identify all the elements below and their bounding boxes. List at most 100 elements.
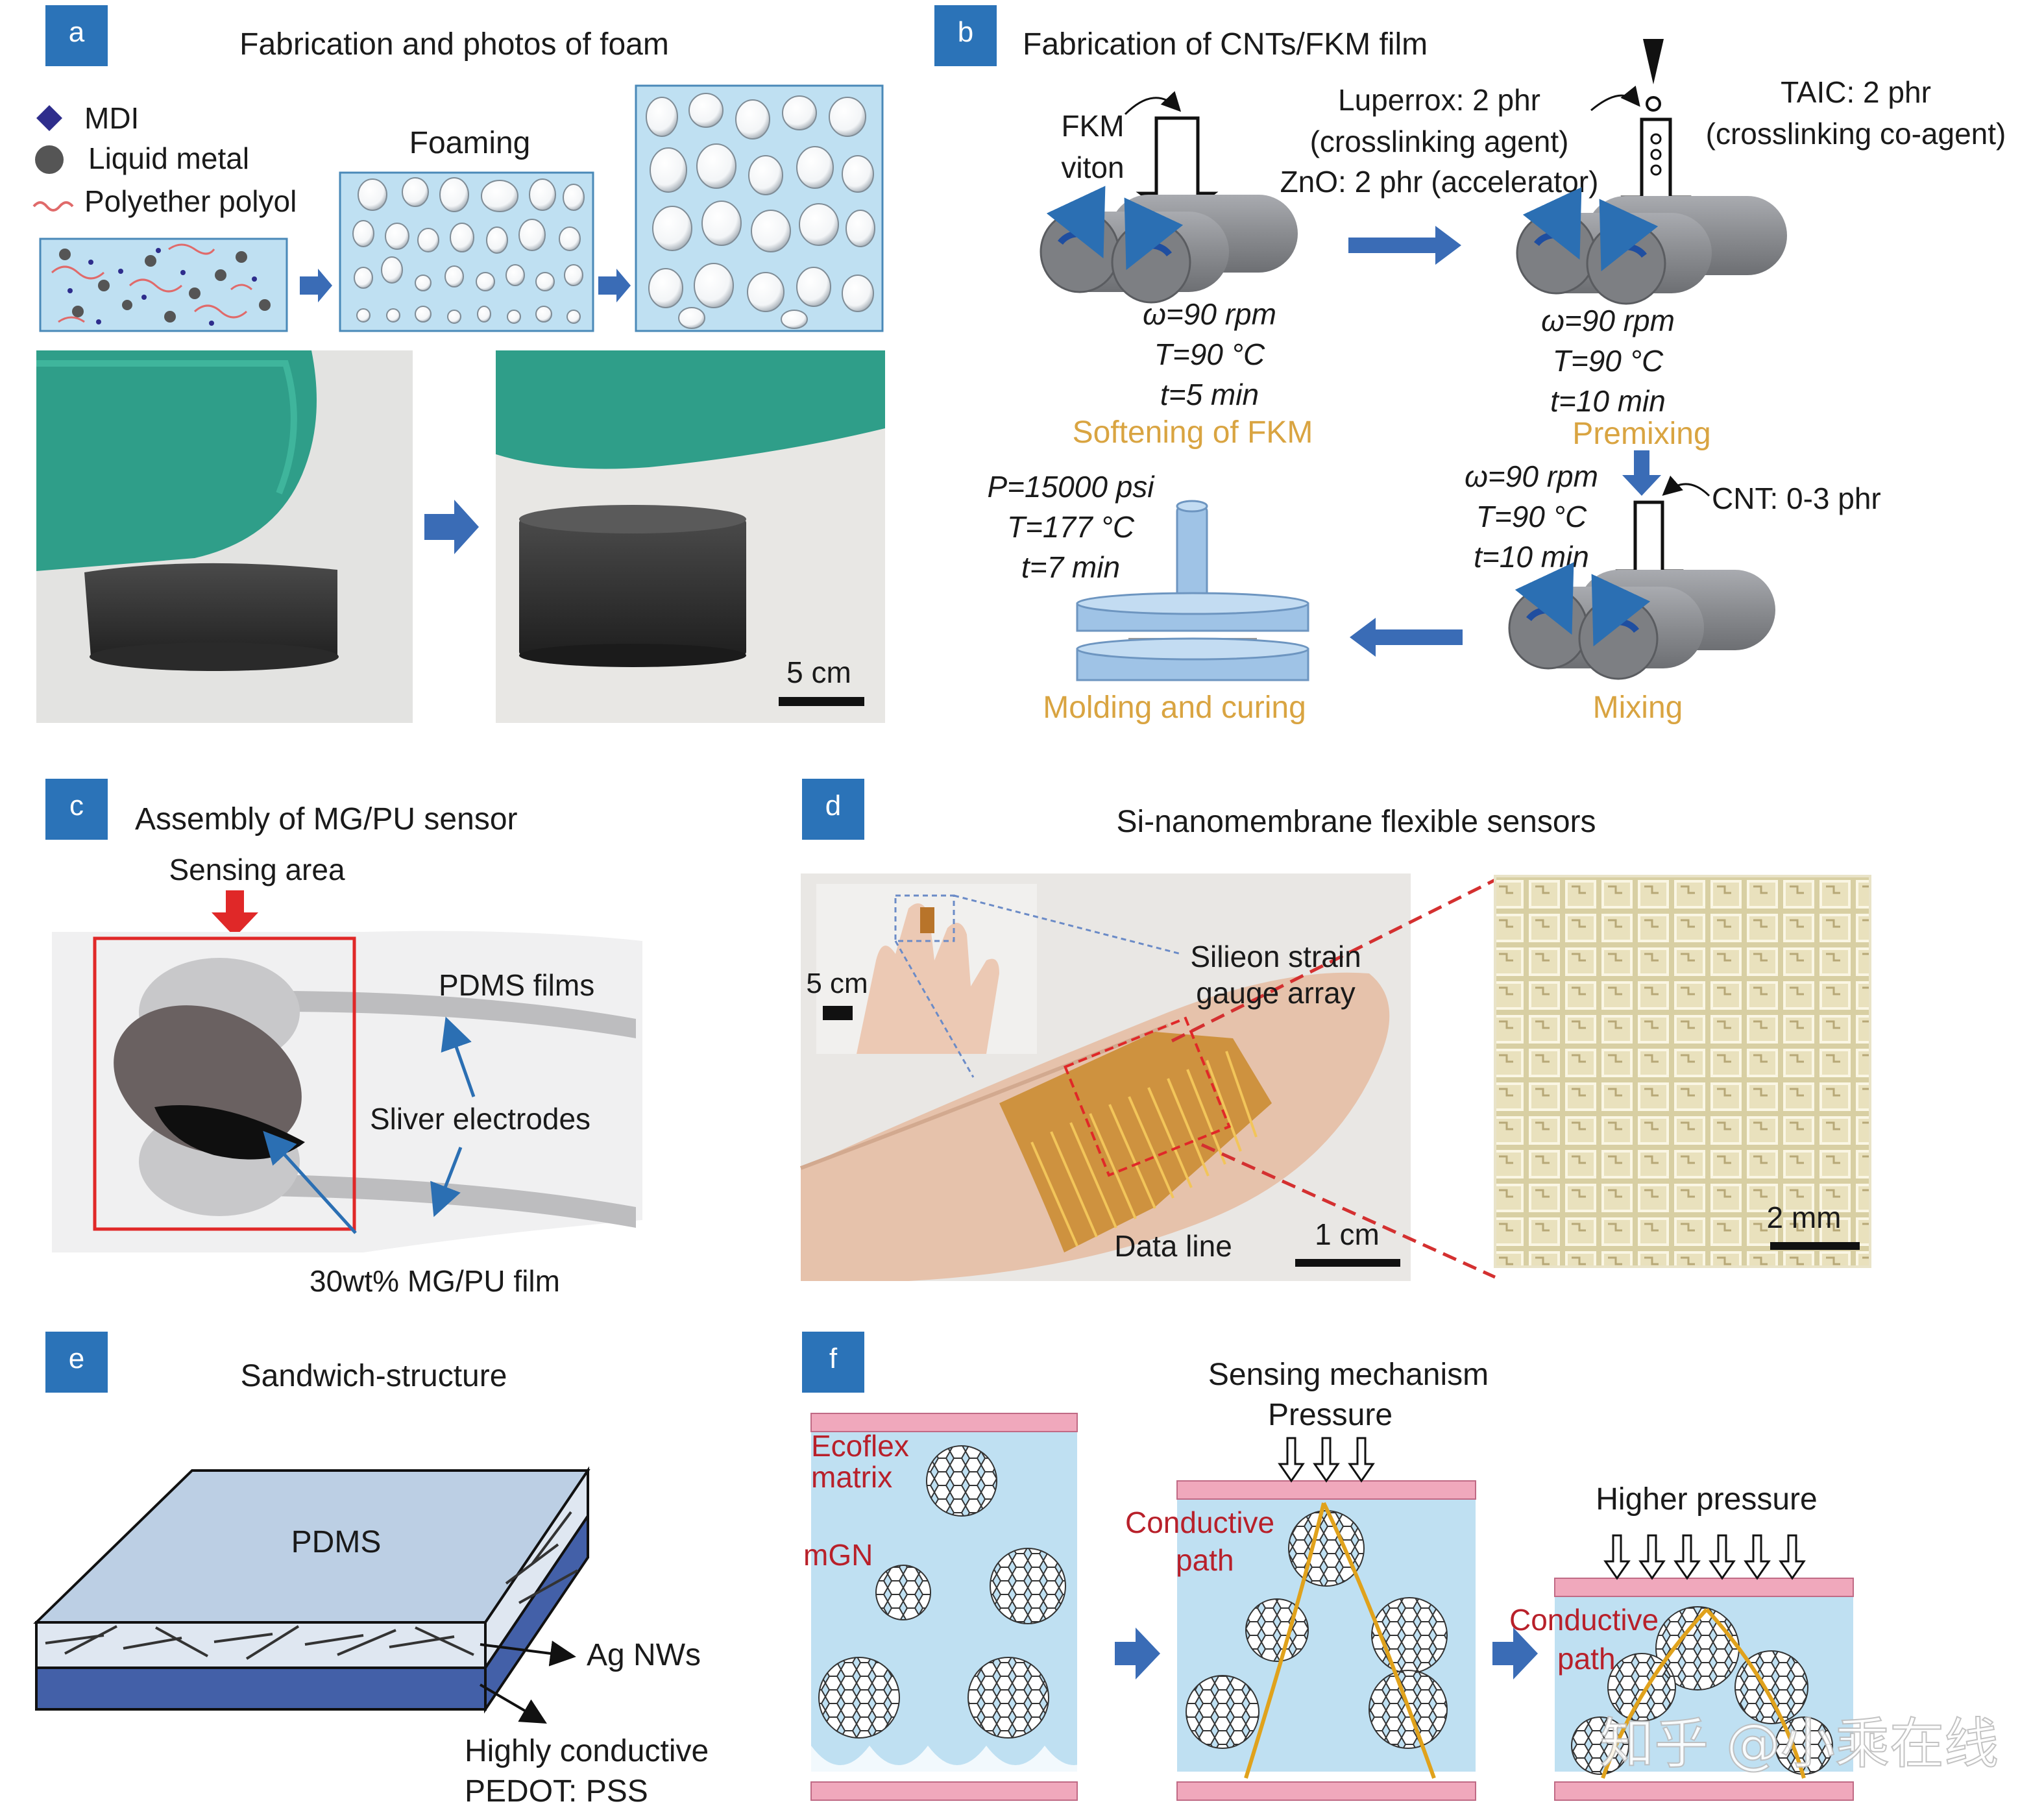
- fkm-label-1: FKM: [1061, 109, 1124, 143]
- panel-b: b Fabrication of CNTs/FKM film FKM viton…: [934, 5, 2006, 725]
- strain-gauge-film: [999, 1032, 1272, 1252]
- stage-softening: Softening of FKM: [1073, 415, 1313, 450]
- foaming-bubbles: [352, 177, 585, 324]
- foaming-label: Foaming: [409, 126, 531, 160]
- arrow-to-mold-icon: [1350, 618, 1463, 657]
- arrow-state-2-icon: [1492, 1628, 1538, 1679]
- mix-cond-2: T=90 °C: [1476, 500, 1587, 533]
- arrow-photos-icon: [424, 500, 479, 554]
- soften-cond-2: T=90 °C: [1154, 337, 1265, 371]
- two-roll-mill-3: [1508, 562, 1775, 680]
- panel-f-badge: [802, 1332, 864, 1393]
- agnw-label: Ag NWs: [587, 1638, 701, 1672]
- scale-zoom-label: 2 mm: [1767, 1201, 1842, 1234]
- panel-c: c Assembly of MG/PU sensor Sensing area …: [45, 779, 642, 1298]
- panel-c-title: Assembly of MG/PU sensor: [135, 802, 518, 836]
- mix-cond-3: t=10 min: [1474, 540, 1589, 574]
- premix-cond-1: ω=90 rpm: [1541, 304, 1675, 337]
- soften-cond-3: t=5 min: [1160, 378, 1259, 411]
- gauge-array-micrograph: [1495, 876, 1870, 1267]
- panel-a-badge-label: a: [69, 16, 85, 48]
- finger-after: [496, 350, 885, 469]
- mdi-diamond-icon: [36, 105, 62, 131]
- arrow-to-premix-icon: [1348, 226, 1461, 265]
- pedot-side-face: [35, 1666, 487, 1711]
- panel-e-badge: [45, 1332, 108, 1393]
- soften-cond-1: ω=90 rpm: [1143, 297, 1276, 331]
- sensing-area-box: [93, 936, 356, 1231]
- mold-cond-1: P=15000 psi: [987, 470, 1155, 504]
- panel-b-title: Fabrication of CNTs/FKM film: [1023, 27, 1428, 62]
- additive-crosslinking: (crosslinking agent): [1310, 125, 1569, 158]
- mixture-particles: [51, 243, 271, 326]
- conductive-label-3: Conductive: [1509, 1603, 1659, 1637]
- panel-a-badge: [45, 5, 108, 66]
- stage-premixing: Premixing: [1572, 417, 1710, 451]
- stage-molding: Molding and curing: [1043, 690, 1306, 725]
- additive-coagent: (crosslinking co-agent): [1706, 117, 2006, 151]
- panel-c-badge-label: c: [69, 790, 84, 822]
- pdms-films-label: PDMS films: [439, 968, 594, 1002]
- additive-luperrox: Luperrox: 2 phr: [1338, 83, 1540, 117]
- stage-mixing: Mixing: [1593, 690, 1683, 725]
- panel-e-badge-label: e: [69, 1343, 84, 1374]
- arrow-to-mix-icon: [1622, 450, 1661, 496]
- panel-f: f Sensing mechanism Pressure Ecoflex mat…: [802, 1332, 1999, 1801]
- sensor-state-high-pressure: [1554, 1534, 1854, 1801]
- gauge-highlight-box: [1063, 1016, 1232, 1177]
- conductive-label-1: Conductive: [1125, 1506, 1274, 1539]
- panel-d: d Si-nanomembrane flexible sensors Silie…: [799, 779, 1871, 1281]
- additive-zno: ZnO: 2 phr (accelerator): [1280, 165, 1599, 199]
- scale-inset-bar: [823, 1006, 853, 1020]
- panel-f-badge-label: f: [829, 1343, 838, 1374]
- panel-b-badge-label: b: [958, 16, 973, 48]
- sensing-arrow-icon: [212, 890, 258, 937]
- foam-bubbles: [646, 93, 875, 329]
- sensor-state-pressure: [1176, 1437, 1476, 1801]
- scale-zoom-bar: [1770, 1242, 1860, 1250]
- mold-cond-3: t=7 min: [1021, 550, 1120, 584]
- panel-a-title: Fabrication and photos of foam: [239, 27, 669, 62]
- fkm-label-2: viton: [1061, 151, 1124, 184]
- watermark: 知乎 @小乘在线: [1600, 1712, 1999, 1776]
- conductive-label-4: path: [1557, 1642, 1616, 1676]
- panel-d-badge-label: d: [825, 790, 841, 822]
- liquid-metal-dot-icon: [35, 145, 64, 174]
- electrodes-label: Sliver electrodes: [370, 1102, 590, 1136]
- foam-cylinder: [519, 519, 746, 655]
- pedot-label-2: PEDOT: PSS: [465, 1774, 648, 1809]
- gauge-traces: [1030, 1051, 1258, 1247]
- scale-main-bar: [1295, 1259, 1400, 1267]
- two-roll-mill-1: [1040, 186, 1298, 304]
- panel-f-title-1: Sensing mechanism: [1208, 1358, 1489, 1392]
- finger-before: [36, 350, 317, 571]
- panel-e-title: Sandwich-structure: [241, 1359, 507, 1393]
- premix-cond-2: T=90 °C: [1553, 344, 1664, 378]
- cnt-label: CNT: 0-3 phr: [1712, 482, 1881, 515]
- panel-a-scale-label: 5 cm: [786, 655, 851, 689]
- hand-inset-zoom-box: [894, 894, 955, 942]
- panel-b-badge: [934, 5, 997, 66]
- data-line-label: Data line: [1114, 1229, 1232, 1263]
- hand-shape: [857, 903, 999, 1054]
- conductive-label-2: path: [1176, 1543, 1234, 1577]
- sensing-area-label: Sensing area: [169, 853, 345, 886]
- panel-a-scale-bar: [779, 697, 864, 706]
- additive-taic: TAIC: 2 phr: [1781, 75, 1931, 109]
- strain-gauge-label-1: Silieon strain: [1190, 940, 1361, 973]
- foam-cylinder-compressed: [84, 563, 337, 665]
- mgn-label: mGN: [803, 1538, 873, 1572]
- legend-mdi: MDI: [84, 101, 139, 135]
- arrow-to-foaming-icon: [300, 269, 332, 302]
- scale-inset-label: 5 cm: [806, 968, 868, 999]
- scale-main-label: 1 cm: [1315, 1217, 1380, 1251]
- legend-liquid-metal: Liquid metal: [88, 141, 249, 175]
- legend-polyol: Polyether polyol: [84, 184, 297, 218]
- panel-f-title-2: Pressure: [1268, 1398, 1393, 1432]
- polyol-wave-icon: [32, 201, 74, 212]
- arrow-state-1-icon: [1115, 1628, 1160, 1679]
- pedot-right-face: [484, 1511, 589, 1714]
- panel-a: a Fabrication and photos of foam MDI Liq…: [32, 5, 885, 723]
- dropper-icon: [1643, 39, 1664, 112]
